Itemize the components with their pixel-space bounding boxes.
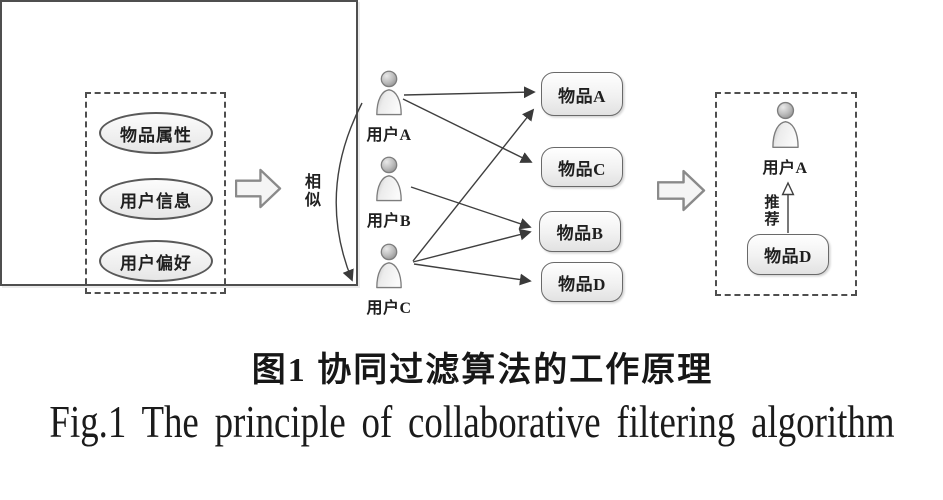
similarity-label: 相似 bbox=[304, 174, 321, 210]
item-label: 物品B bbox=[556, 224, 604, 243]
edge-userB-itemB bbox=[410, 186, 532, 230]
item-b-box: 物品B bbox=[539, 211, 621, 252]
item-a-box: 物品A bbox=[541, 72, 623, 116]
input-data-panel: 物品属性 用户信息 用户偏好 bbox=[85, 92, 226, 294]
ellipse-label: 用户偏好 bbox=[120, 253, 192, 273]
user-c: 用户C bbox=[359, 243, 419, 318]
edge-userA-itemC bbox=[402, 98, 533, 163]
person-icon bbox=[374, 156, 404, 202]
flow-arrow-right-icon bbox=[657, 168, 706, 213]
edge-userC-itemD bbox=[413, 263, 532, 286]
caption-chinese: 图1 协同过滤算法的工作原理 bbox=[251, 352, 714, 389]
ellipse-item-attributes: 物品属性 bbox=[99, 112, 213, 154]
output-item-d-box: 物品D bbox=[747, 234, 829, 275]
flow-arrow-left-icon bbox=[235, 167, 282, 210]
item-c-box: 物品C bbox=[541, 147, 623, 187]
item-label: 物品A bbox=[558, 86, 606, 106]
item-d-box: 物品D bbox=[541, 262, 623, 302]
ellipse-user-info: 用户信息 bbox=[99, 178, 213, 220]
output-panel bbox=[715, 92, 857, 296]
output-user-a: 用户A bbox=[755, 101, 815, 178]
ellipse-label: 用户信息 bbox=[120, 191, 192, 211]
edge-userC-itemA bbox=[412, 108, 535, 262]
item-label: 物品D bbox=[558, 274, 606, 294]
person-icon bbox=[770, 101, 801, 149]
item-label: 物品D bbox=[764, 247, 812, 266]
user-label: 用户A bbox=[366, 127, 412, 144]
edge-userA-itemA bbox=[403, 86, 536, 99]
user-b: 用户B bbox=[359, 156, 419, 231]
ellipse-label: 物品属性 bbox=[120, 125, 192, 145]
item-label: 物品C bbox=[558, 159, 606, 179]
user-label: 用户A bbox=[762, 160, 808, 177]
edge-userC-itemB bbox=[412, 228, 532, 263]
ellipse-user-preference: 用户偏好 bbox=[99, 240, 213, 282]
recommend-label: 推荐 bbox=[764, 195, 780, 229]
user-label: 用户B bbox=[366, 213, 412, 230]
user-a: 用户A bbox=[359, 70, 419, 145]
person-icon bbox=[374, 70, 404, 116]
caption-english: Fig.1 The principle of collaborative fil… bbox=[48, 397, 895, 447]
user-label: 用户C bbox=[366, 300, 412, 317]
person-icon bbox=[374, 243, 404, 289]
